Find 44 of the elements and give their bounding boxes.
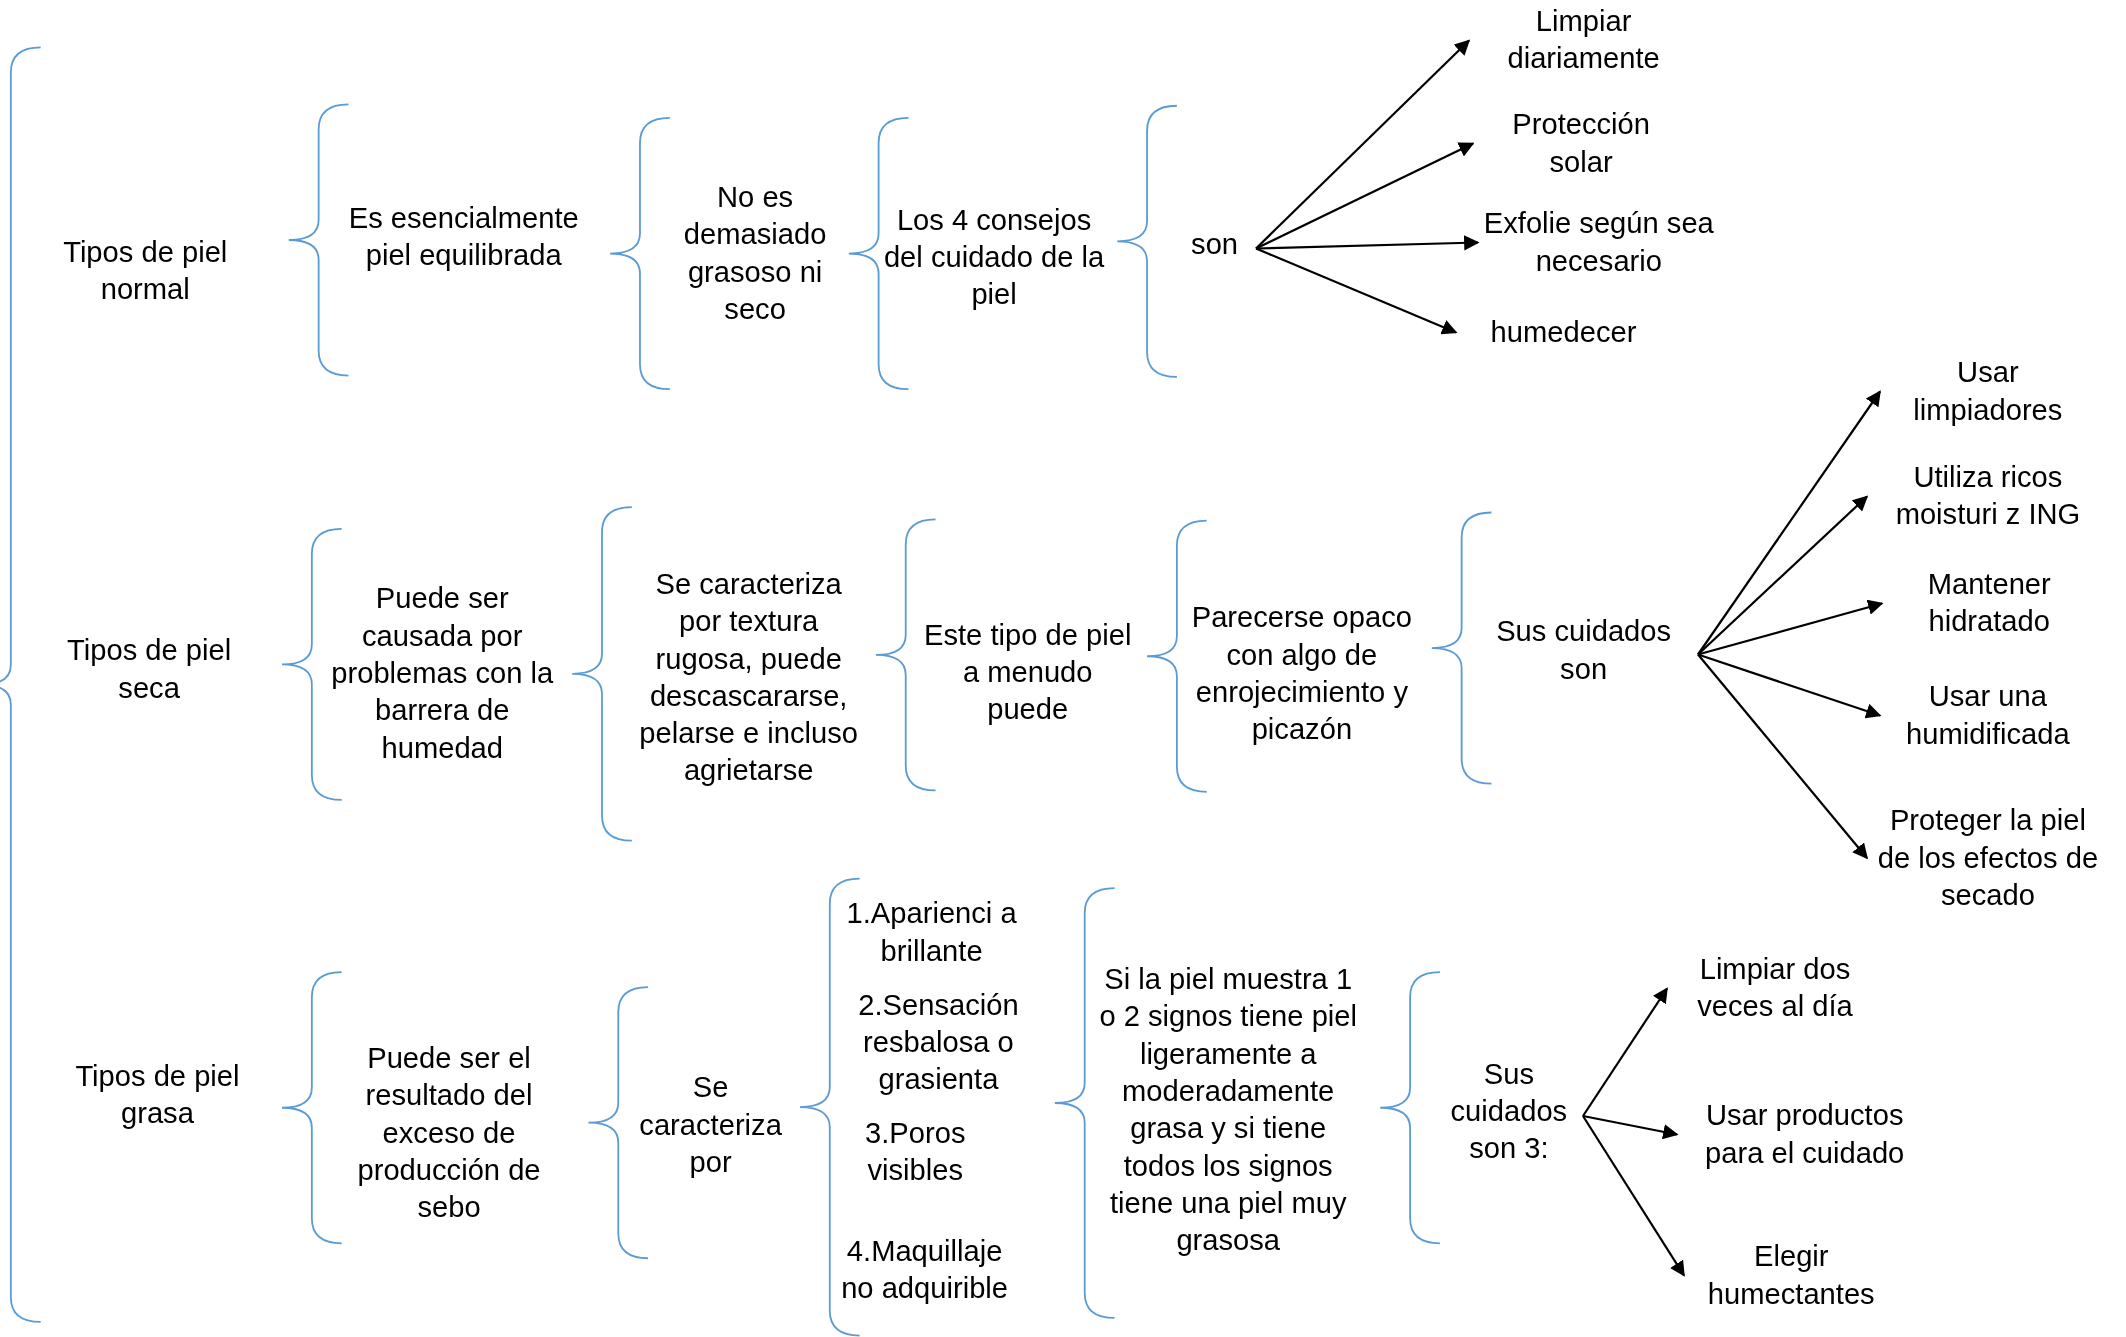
concept-text: Puede ser el resultado del exceso de producción de sebo — [333, 1040, 565, 1227]
arrow — [1697, 653, 1868, 860]
arrow — [1255, 235, 1480, 251]
concept-text: Mantener hidratado — [1887, 565, 2091, 641]
concept-text: Usar productos para el cuidado — [1682, 1097, 1927, 1172]
concept-text: humedecer — [1461, 313, 1666, 351]
concept-text: Si la piel muestra 1 o 2 signos tiene piel ligeramente a moderadamente grasa y si tiene todos los signos tiene una piel muy grasosa — [1099, 960, 1357, 1260]
concept-text: Utiliza ricos moisturi z ING — [1872, 458, 2104, 534]
concept-text: Usar limpiadores — [1886, 354, 2090, 429]
arrow — [1697, 495, 1869, 656]
concept-text: Sus cuidados son 3: — [1441, 1055, 1577, 1168]
arrow — [1255, 142, 1475, 250]
arrow — [1255, 39, 1471, 250]
concept-text: son — [1179, 225, 1250, 263]
concept-text: Proteger la piel de los efectos de secado — [1872, 802, 2104, 915]
concept-text: Se caracteriza por textura rugosa, puede descascararse, pelarse e incluso agrietarse — [633, 565, 864, 790]
concept-text: 2.Sensación resbalosa o grasienta — [836, 986, 1041, 1099]
concept-text: Exfolie según sea necesario — [1483, 205, 1715, 280]
concept-text: Tipos de piel normal — [43, 233, 247, 309]
concept-text: Los 4 consejos del cuidado de la piel — [878, 201, 1110, 314]
concept-text: Usar una humidificada — [1886, 678, 2090, 753]
concept-text: 1.Aparienci a brillante — [843, 895, 1020, 970]
concept-text: Puede ser causada por problemas con la barrera de humedad — [327, 580, 558, 767]
concept-text: No es demasiado grasoso ni seco — [660, 179, 850, 329]
arrow — [1697, 599, 1884, 656]
concept-text: Este tipo de piel a menudo puede — [919, 616, 1137, 729]
concept-text: Protección solar — [1479, 106, 1683, 181]
arrow — [1697, 390, 1881, 656]
arrow — [1255, 247, 1458, 335]
concept-text: Se caracteriza por — [622, 1069, 799, 1182]
concept-text: Parecerse opaco con algo de enrojecimiento y picazón — [1186, 599, 1418, 749]
concept-text: Limpiar dos veces al día — [1673, 950, 1877, 1026]
concept-text: Sus cuidados son — [1475, 613, 1693, 688]
concept-text: 4.Maquillaje no adquirible — [829, 1232, 1020, 1308]
arrow — [1697, 653, 1882, 719]
concept-text: Elegir humectantes — [1689, 1238, 1893, 1313]
arrow — [1582, 1114, 1679, 1140]
concept-text: Limpiar diariamente — [1475, 3, 1693, 78]
arrow — [1582, 1115, 1685, 1277]
concept-text: Es esencialmente piel equilibrada — [341, 199, 586, 275]
concept-text: Tipos de piel grasa — [55, 1058, 260, 1133]
arrow — [1582, 987, 1668, 1117]
concept-text: Tipos de piel seca — [40, 632, 258, 707]
concept-text: 3.Poros visibles — [840, 1115, 990, 1190]
